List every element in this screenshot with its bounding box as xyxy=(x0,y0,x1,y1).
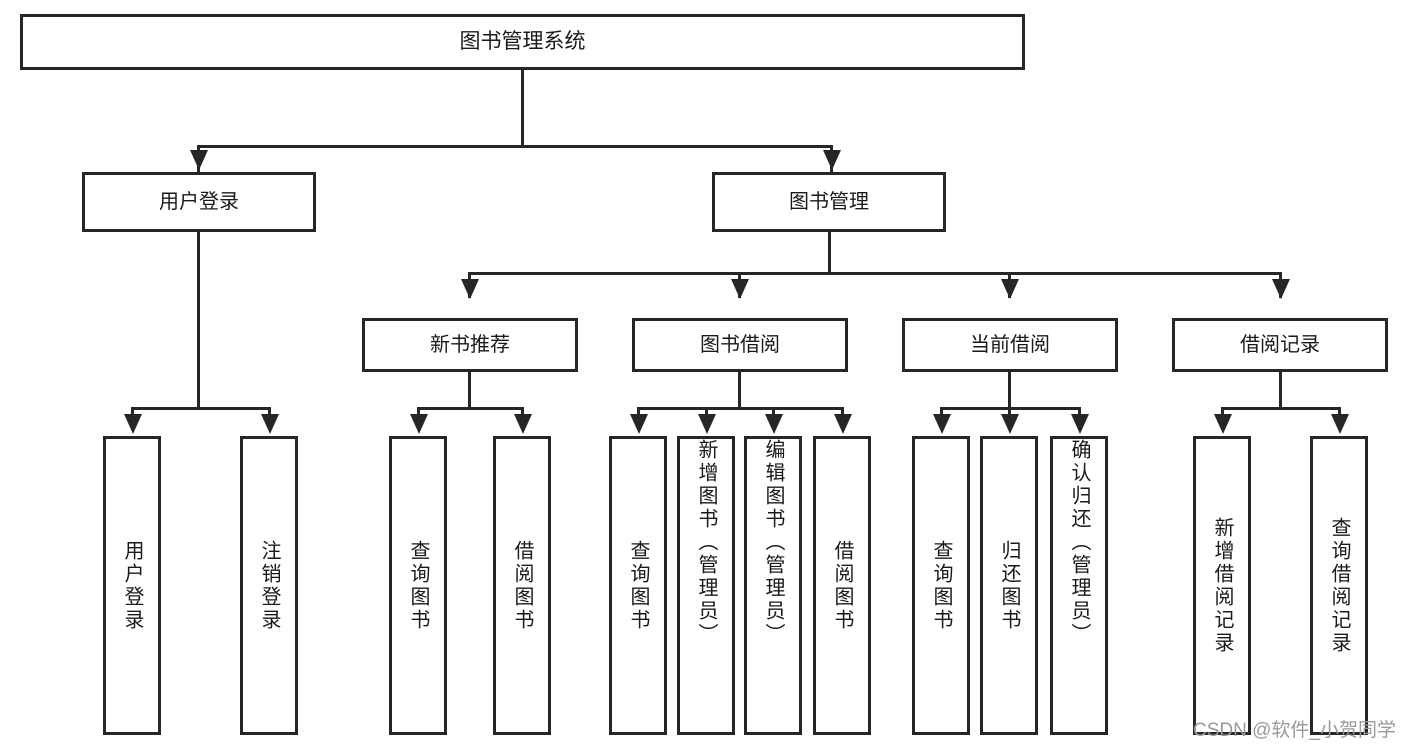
arrow-to-leaf-query-book-c xyxy=(933,414,951,434)
node-label: 图书借阅 xyxy=(700,333,780,356)
node-label: 新增图书（管理员） xyxy=(695,439,717,646)
node-label: 查询图书 xyxy=(627,539,649,632)
node-label: 借阅图书 xyxy=(831,539,853,632)
leaf-borrow-book-borrow[interactable]: 借阅图书 xyxy=(813,436,871,735)
arrow-to-new-book xyxy=(461,279,479,299)
connector-borrow-records-stem xyxy=(1279,372,1282,410)
connector-new-book-bus xyxy=(417,407,524,410)
node-current-borrow[interactable]: 当前借阅 xyxy=(902,318,1118,372)
node-label: 新书推荐 xyxy=(430,333,510,356)
leaf-borrow-book-new[interactable]: 借阅图书 xyxy=(493,436,551,735)
connector-level3-bus xyxy=(468,272,1282,275)
node-label: 注销登录 xyxy=(258,539,280,632)
node-label: 查询借阅记录 xyxy=(1328,516,1350,655)
arrow-to-leaf-add-book xyxy=(698,414,716,434)
node-label: 当前借阅 xyxy=(970,333,1050,356)
arrow-to-leaf-add-record xyxy=(1214,414,1232,434)
arrow-to-leaf-return-book xyxy=(1001,414,1019,434)
arrow-to-book-borrow xyxy=(731,279,749,299)
connector-borrow-records-bus xyxy=(1221,407,1341,410)
arrow-to-user-login xyxy=(190,150,208,170)
connector-level2-bus xyxy=(197,145,833,148)
connector-current-borrow-stem xyxy=(1008,372,1011,410)
connector-user-login-stem xyxy=(197,232,200,410)
arrow-to-leaf-borrow-book-a xyxy=(514,414,532,434)
node-label: 查询图书 xyxy=(930,539,952,632)
arrow-to-leaf-query-book-b xyxy=(630,414,648,434)
connector-new-book-stem xyxy=(468,372,471,410)
leaf-return-book[interactable]: 归还图书 xyxy=(980,436,1038,735)
node-book-borrow[interactable]: 图书借阅 xyxy=(632,318,848,372)
node-label: 新增借阅记录 xyxy=(1211,516,1233,655)
node-new-book-recommend[interactable]: 新书推荐 xyxy=(362,318,578,372)
node-label: 图书管理系统 xyxy=(459,29,586,53)
arrow-to-book-manage xyxy=(823,150,841,170)
node-label: 查询图书 xyxy=(407,539,429,632)
leaf-query-book-new[interactable]: 查询图书 xyxy=(389,436,447,735)
node-label: 借阅记录 xyxy=(1240,333,1320,356)
arrow-to-leaf-query-record xyxy=(1331,414,1349,434)
node-label: 图书管理 xyxy=(789,190,869,213)
node-label: 借阅图书 xyxy=(511,539,533,632)
arrow-to-borrow-records xyxy=(1272,279,1290,299)
node-label: 归还图书 xyxy=(998,539,1020,632)
csdn-watermark: CSDN @软件_小贺同学 xyxy=(1193,720,1396,741)
arrow-to-leaf-logout xyxy=(261,414,279,434)
node-root-system[interactable]: 图书管理系统 xyxy=(20,14,1025,70)
arrow-to-leaf-edit-book xyxy=(765,414,783,434)
leaf-add-borrow-record[interactable]: 新增借阅记录 xyxy=(1193,436,1251,735)
connector-book-borrow-bus xyxy=(637,407,844,410)
arrow-to-leaf-borrow-book-b xyxy=(834,414,852,434)
leaf-query-borrow-record[interactable]: 查询借阅记录 xyxy=(1310,436,1368,735)
connector-book-manage-stem xyxy=(828,232,831,274)
connector-user-login-bus xyxy=(131,407,271,410)
leaf-user-login[interactable]: 用户登录 xyxy=(103,436,161,735)
leaf-query-book-borrow[interactable]: 查询图书 xyxy=(609,436,667,735)
node-label: 用户登录 xyxy=(159,190,239,213)
node-book-management[interactable]: 图书管理 xyxy=(712,172,946,232)
leaf-query-book-current[interactable]: 查询图书 xyxy=(912,436,970,735)
node-label: 编辑图书（管理员） xyxy=(762,439,784,646)
leaf-confirm-return-admin[interactable]: 确认归还（管理员） xyxy=(1050,436,1108,735)
node-label: 确认归还（管理员） xyxy=(1068,439,1090,646)
connector-root-stem xyxy=(521,70,524,146)
connector-book-borrow-stem xyxy=(738,372,741,410)
leaf-logout[interactable]: 注销登录 xyxy=(240,436,298,735)
arrow-to-leaf-confirm-return xyxy=(1071,414,1089,434)
node-borrow-records[interactable]: 借阅记录 xyxy=(1172,318,1388,372)
arrow-to-leaf-query-book-a xyxy=(410,414,428,434)
node-label: 用户登录 xyxy=(121,539,143,632)
leaf-edit-book-admin[interactable]: 编辑图书（管理员） xyxy=(744,436,802,735)
leaf-add-book-admin[interactable]: 新增图书（管理员） xyxy=(677,436,735,735)
arrow-to-leaf-user-login xyxy=(124,414,142,434)
arrow-to-current-borrow xyxy=(1001,279,1019,299)
node-user-login[interactable]: 用户登录 xyxy=(82,172,316,232)
